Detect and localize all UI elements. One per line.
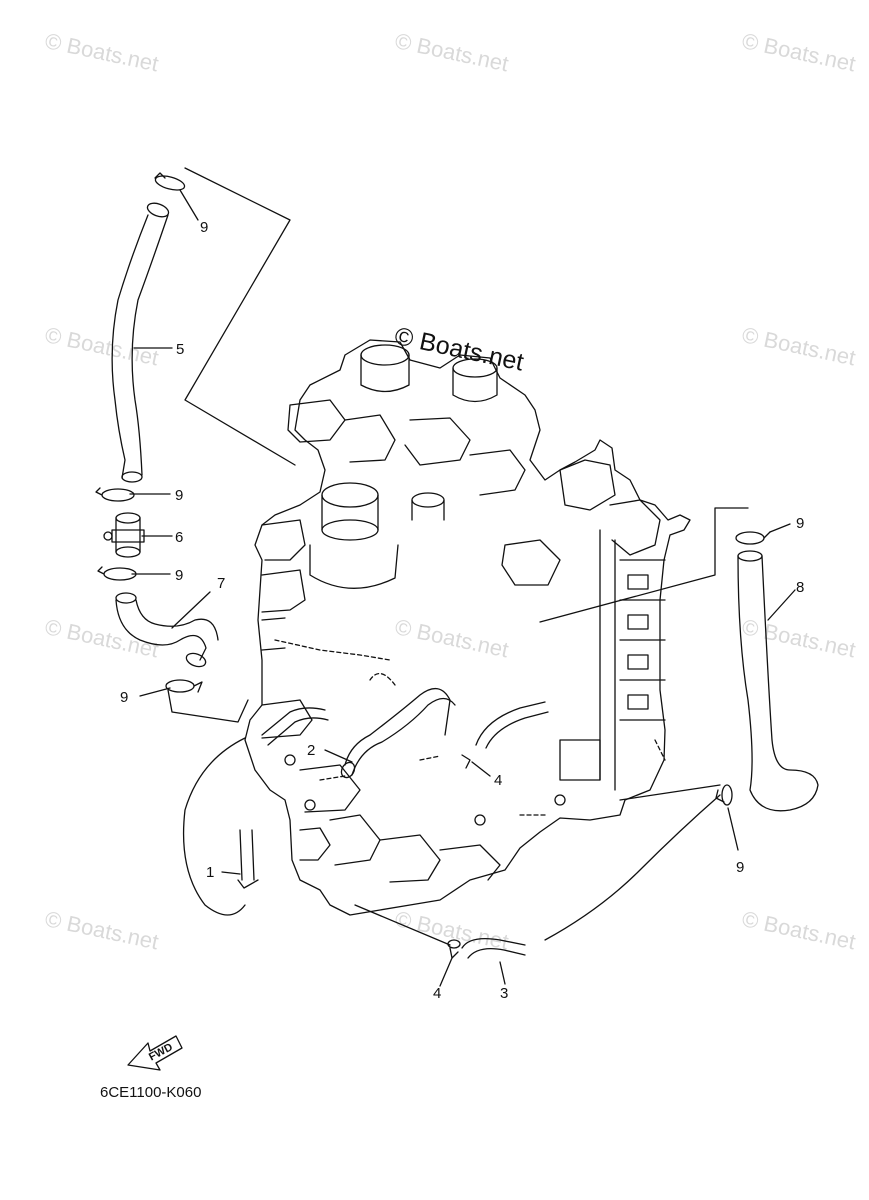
- bracket-line-right: [539, 507, 749, 623]
- clamp-9-third: [97, 566, 137, 581]
- clamp-4-lower: [447, 939, 461, 959]
- hose-1: [182, 737, 259, 916]
- clamp-9-right-top: [735, 531, 771, 545]
- callout-6[interactable]: 6: [175, 529, 183, 546]
- callout-9[interactable]: 9: [175, 487, 183, 504]
- clamp-4-upper: [461, 754, 471, 769]
- fwd-arrow-icon: [127, 1035, 183, 1071]
- callout-9[interactable]: 9: [796, 515, 804, 532]
- bracket-line-left: [167, 689, 249, 723]
- callout-7[interactable]: 7: [217, 575, 225, 592]
- callout-3[interactable]: 3: [500, 985, 508, 1002]
- callout-4[interactable]: 4: [433, 985, 441, 1002]
- hose-5: [111, 202, 170, 483]
- fitting-6: [103, 512, 145, 558]
- callout-1[interactable]: 1: [206, 864, 214, 881]
- hose-7: [115, 592, 219, 668]
- engine-block: [244, 339, 691, 916]
- clamp-9-right-bottom: [715, 784, 733, 806]
- callout-4[interactable]: 4: [494, 772, 502, 789]
- hose-3: [354, 794, 721, 959]
- clamp-9-second: [95, 487, 135, 502]
- callout-9[interactable]: 9: [120, 689, 128, 706]
- hose-short-left: [261, 707, 326, 736]
- clamp-9-top: [154, 172, 186, 191]
- hose-4-upper: [475, 701, 546, 746]
- diagram-code: 6CE1100-K060: [100, 1084, 202, 1101]
- callout-9[interactable]: 9: [175, 567, 183, 584]
- clamp-9-fourth: [165, 679, 203, 693]
- hose-2: [340, 688, 456, 779]
- hose-8: [737, 550, 819, 812]
- callout-9[interactable]: 9: [200, 219, 208, 236]
- callout-8[interactable]: 8: [796, 579, 804, 596]
- callout-2[interactable]: 2: [307, 742, 315, 759]
- bracket-line-top: [184, 167, 296, 466]
- callout-9[interactable]: 9: [736, 859, 744, 876]
- callout-5[interactable]: 5: [176, 341, 184, 358]
